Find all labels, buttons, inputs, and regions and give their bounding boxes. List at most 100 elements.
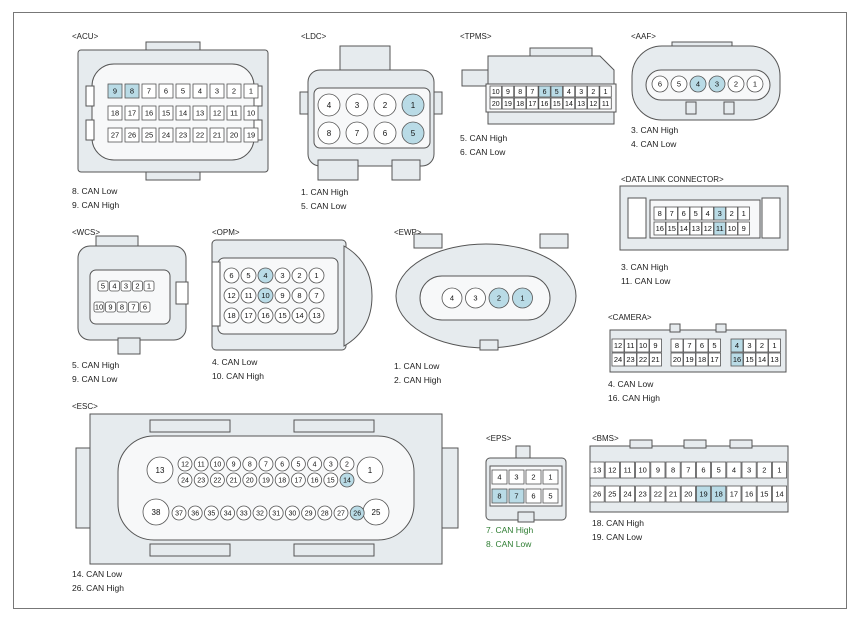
esc-pin-22: 22 bbox=[209, 472, 225, 488]
bms-pin-14: 14 bbox=[772, 485, 788, 503]
opm-pin-10: 10 bbox=[257, 287, 274, 304]
svg-text:24: 24 bbox=[181, 478, 189, 485]
svg-text:9: 9 bbox=[280, 291, 284, 300]
dlc-pin-8: 8 bbox=[653, 206, 666, 221]
bms-pin-10: 10 bbox=[635, 461, 651, 479]
svg-text:18: 18 bbox=[698, 355, 706, 364]
dlc-pin-3: 3 bbox=[713, 206, 726, 221]
svg-text:27: 27 bbox=[337, 511, 345, 518]
esc-pin-23: 23 bbox=[193, 472, 209, 488]
svg-text:16: 16 bbox=[656, 224, 664, 233]
svg-text:17: 17 bbox=[128, 109, 136, 118]
svg-text:22: 22 bbox=[214, 478, 222, 485]
svg-text:24: 24 bbox=[623, 490, 631, 499]
ldc-connector-body bbox=[299, 45, 443, 181]
esc-pin-25: 25 bbox=[362, 498, 390, 526]
svg-text:5: 5 bbox=[677, 80, 681, 89]
camera-note-1: 4. CAN Low bbox=[608, 379, 654, 389]
svg-text:20: 20 bbox=[673, 355, 681, 364]
opm-note-2: 10. CAN High bbox=[212, 371, 264, 381]
esc-pin-33: 33 bbox=[236, 505, 252, 521]
camera-pin-7: 7 bbox=[683, 338, 696, 353]
opm-pin-5: 5 bbox=[240, 267, 257, 284]
opm-pin-17: 17 bbox=[240, 307, 257, 324]
wcs-pin-5: 5 bbox=[97, 280, 109, 292]
svg-text:10: 10 bbox=[214, 462, 222, 469]
acu-notes: 8. CAN Low 9. CAN High bbox=[72, 184, 119, 212]
acu-pin-12: 12 bbox=[209, 105, 225, 121]
dlc-pin-4: 4 bbox=[701, 206, 714, 221]
ldc-note-1: 1. CAN High bbox=[301, 187, 349, 197]
svg-text:2: 2 bbox=[135, 282, 139, 291]
esc-pin-20: 20 bbox=[242, 472, 258, 488]
svg-text:3: 3 bbox=[355, 101, 360, 110]
svg-text:20: 20 bbox=[246, 478, 254, 485]
svg-text:22: 22 bbox=[639, 355, 647, 364]
svg-text:14: 14 bbox=[295, 311, 303, 320]
svg-text:26: 26 bbox=[593, 490, 601, 499]
dlc-pin-11: 11 bbox=[713, 221, 726, 236]
svg-text:24: 24 bbox=[614, 355, 622, 364]
svg-text:22: 22 bbox=[196, 131, 204, 140]
svg-text:24: 24 bbox=[162, 131, 170, 140]
esc-pin-28: 28 bbox=[317, 505, 333, 521]
tpms-pin-9: 9 bbox=[501, 85, 515, 98]
esc-pin-34: 34 bbox=[220, 505, 236, 521]
svg-text:19: 19 bbox=[262, 478, 270, 485]
aaf-pin-4: 4 bbox=[689, 75, 707, 93]
bms-pin-6: 6 bbox=[696, 461, 712, 479]
svg-text:13: 13 bbox=[577, 101, 585, 108]
svg-text:2: 2 bbox=[297, 271, 301, 280]
bms-title: <BMS> bbox=[592, 434, 619, 443]
ldc-pin-6: 6 bbox=[373, 121, 397, 145]
svg-text:11: 11 bbox=[627, 341, 635, 350]
dlc-title: <DATA LINK CONNECTOR> bbox=[621, 175, 724, 184]
ldc-pin-4: 4 bbox=[317, 93, 341, 117]
svg-text:4: 4 bbox=[706, 209, 710, 218]
svg-text:5: 5 bbox=[712, 341, 716, 350]
svg-text:9: 9 bbox=[232, 462, 236, 469]
aaf-pin-5: 5 bbox=[670, 75, 688, 93]
bms-pin-7: 7 bbox=[680, 461, 696, 479]
svg-text:16: 16 bbox=[541, 101, 549, 108]
acu-pin-1: 1 bbox=[243, 83, 259, 99]
svg-text:15: 15 bbox=[553, 101, 561, 108]
svg-text:2: 2 bbox=[760, 341, 764, 350]
esc-pin-16: 16 bbox=[307, 472, 323, 488]
svg-text:5: 5 bbox=[717, 466, 721, 475]
tpms-pin-1: 1 bbox=[599, 85, 612, 98]
diagram-frame bbox=[13, 12, 847, 609]
dlc-pin-16: 16 bbox=[653, 221, 666, 236]
acu-pin-8: 8 bbox=[124, 83, 140, 99]
svg-text:14: 14 bbox=[179, 109, 187, 118]
esc-pin-7: 7 bbox=[258, 456, 274, 472]
svg-text:6: 6 bbox=[383, 129, 388, 138]
tpms-pin-8: 8 bbox=[514, 85, 527, 98]
acu-pin-22: 22 bbox=[192, 127, 208, 143]
tpms-pin-14: 14 bbox=[562, 97, 576, 110]
bms-pin-2: 2 bbox=[756, 461, 772, 479]
svg-text:13: 13 bbox=[196, 109, 204, 118]
svg-text:5: 5 bbox=[411, 129, 416, 138]
svg-text:23: 23 bbox=[626, 355, 634, 364]
svg-text:8: 8 bbox=[297, 291, 301, 300]
acu-title: <ACU> bbox=[72, 32, 99, 41]
svg-text:4: 4 bbox=[497, 473, 501, 482]
opm-pin-6: 6 bbox=[223, 267, 240, 284]
svg-text:2: 2 bbox=[497, 294, 501, 303]
dlc-pin-2: 2 bbox=[725, 206, 738, 221]
svg-text:4: 4 bbox=[263, 271, 267, 280]
svg-text:2: 2 bbox=[762, 466, 766, 475]
bms-pin-22: 22 bbox=[650, 485, 666, 503]
bms-pin-19: 19 bbox=[696, 485, 712, 503]
svg-text:20: 20 bbox=[492, 101, 500, 108]
acu-pin-15: 15 bbox=[158, 105, 174, 121]
eps-pin-5: 5 bbox=[542, 488, 559, 504]
svg-text:19: 19 bbox=[247, 131, 255, 140]
svg-text:15: 15 bbox=[668, 224, 676, 233]
camera-pin-14: 14 bbox=[755, 352, 769, 367]
svg-text:6: 6 bbox=[701, 466, 705, 475]
svg-text:9: 9 bbox=[742, 224, 746, 233]
esc-pin-37: 37 bbox=[171, 505, 187, 521]
svg-text:7: 7 bbox=[147, 87, 151, 96]
